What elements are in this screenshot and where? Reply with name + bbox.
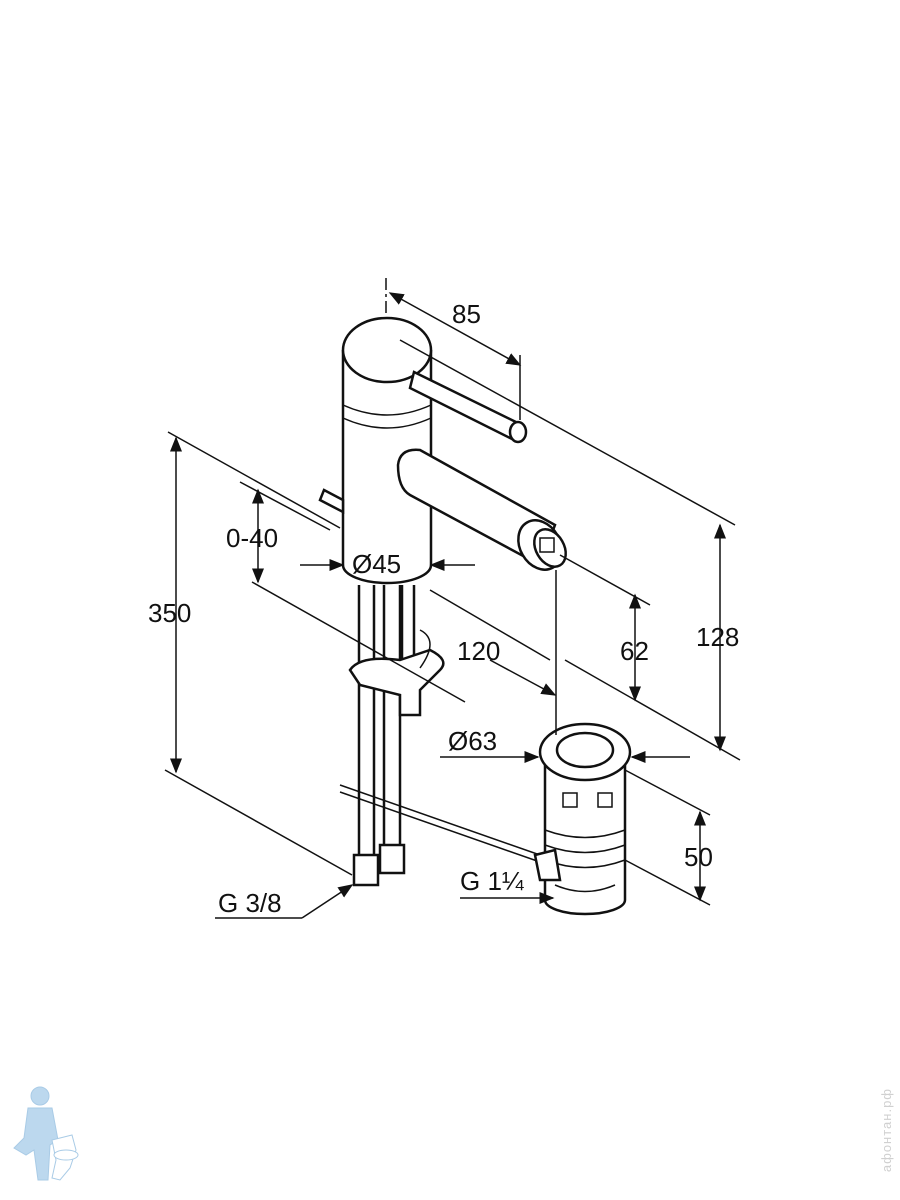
dim-g-1-1-4: G 1¼ — [460, 866, 524, 896]
faucet-body — [318, 316, 567, 585]
dim-120: 120 — [457, 636, 500, 666]
dim-85: 85 — [452, 299, 481, 329]
watermark: афонтан.рф — [879, 1088, 894, 1173]
dimension-lines — [164, 292, 741, 919]
dim-128: 128 — [696, 622, 739, 652]
dim-50: 50 — [684, 842, 713, 872]
dim-62: 62 — [620, 636, 649, 666]
dim-g-3-8: G 3/8 — [218, 888, 282, 918]
plumber-logo — [13, 1086, 79, 1181]
dim-0-40: 0-40 — [226, 523, 278, 553]
dim-diameter-63: Ø63 — [448, 726, 497, 756]
dim-diameter-45: Ø45 — [352, 549, 401, 579]
dim-350: 350 — [148, 598, 191, 628]
supply-hoses — [348, 585, 445, 887]
drain-valve — [339, 722, 632, 916]
